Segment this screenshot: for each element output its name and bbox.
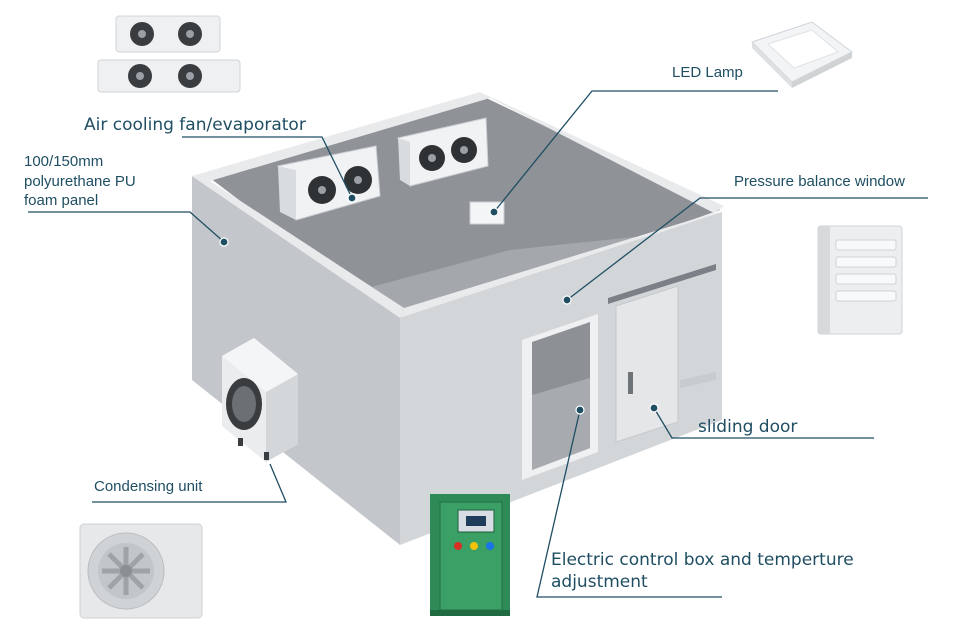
room-lamp-icon bbox=[469, 201, 505, 225]
label-condensing-unit: Condensing unit bbox=[94, 478, 203, 495]
label-panel-line3: foam panel bbox=[24, 192, 99, 209]
condensing-unit-icon bbox=[79, 523, 203, 619]
vent-window-icon bbox=[817, 225, 903, 335]
label-panel-line2: polyurethane PU bbox=[24, 173, 136, 190]
leader-lines bbox=[28, 90, 928, 598]
cold-room bbox=[192, 92, 724, 545]
evaporator-thumbnail-icon bbox=[97, 15, 241, 93]
evaporator-right-icon bbox=[397, 117, 489, 187]
led-lamp-icon bbox=[751, 21, 853, 88]
label-air-cooling: Air cooling fan/evaporator bbox=[84, 115, 306, 135]
leader-dots bbox=[219, 193, 659, 415]
label-led-lamp: LED Lamp bbox=[672, 64, 743, 81]
control-box-icon bbox=[430, 494, 510, 616]
label-electric-line1: Electric control box and temperture bbox=[551, 550, 854, 570]
label-panel-line1: 100/150mm bbox=[24, 153, 104, 170]
label-sliding-door: sliding door bbox=[698, 417, 798, 437]
wall-condensing-unit-icon bbox=[222, 338, 298, 462]
label-electric-line2: adjustment bbox=[551, 572, 648, 592]
label-pressure-window: Pressure balance window bbox=[734, 173, 905, 190]
